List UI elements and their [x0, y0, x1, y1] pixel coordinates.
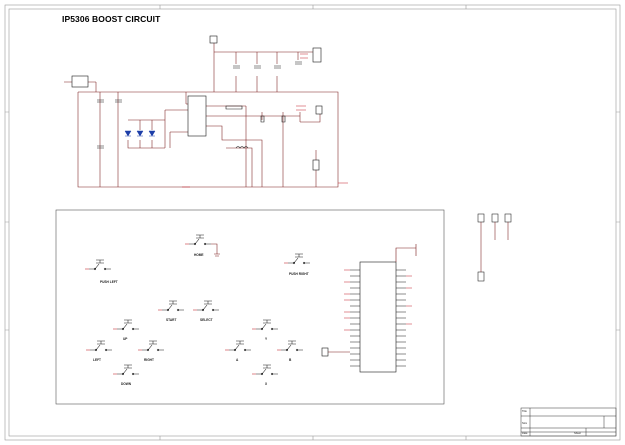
inductor-l1 [235, 146, 249, 149]
titleblock-sheet-label: Sheet [574, 432, 581, 435]
button-push-left-label: PUSH LEFT [100, 280, 118, 284]
mcu-header [321, 244, 417, 373]
button-b-label: B [289, 358, 292, 362]
button-up-label: UP [123, 337, 128, 341]
sheet-border [4, 4, 621, 441]
net-labels [182, 53, 348, 188]
mcu-net-labels [344, 269, 412, 331]
schematic-title: IP5306 BOOST CIRCUIT [62, 14, 161, 24]
button-left-label: LEFT [93, 358, 101, 362]
button-push-right-label: PUSH RIGHT [289, 272, 309, 276]
resistor-r1 [260, 115, 286, 123]
output-connector [315, 105, 323, 115]
title-block [520, 407, 617, 437]
button-home-label: HOME [194, 253, 204, 257]
button-start-label: START [166, 318, 177, 322]
titleblock-size-label: Size [522, 422, 528, 425]
header-connector [312, 47, 322, 63]
resistor-sense [225, 105, 243, 110]
button-right-label: RIGHT [144, 358, 154, 362]
button-down-label: DOWN [121, 382, 132, 386]
ip5306-ic [187, 95, 207, 137]
titleblock-title-label: Title [522, 410, 527, 413]
battery-connector [312, 159, 320, 171]
titleblock-date-label: Date [522, 432, 528, 435]
usb-connector [71, 75, 89, 88]
buttons-frame [55, 209, 445, 405]
button-select-label: SELECT [200, 318, 213, 322]
capacitor-c2 [97, 99, 122, 149]
top-switch [209, 35, 218, 44]
button-grounds [211, 243, 220, 257]
capacitor-c1 [233, 61, 302, 69]
button-a-label: A [236, 358, 239, 362]
status-leds [124, 130, 156, 137]
button-x-label: X [265, 382, 268, 386]
side-components [477, 213, 512, 282]
button-y-label: Y [265, 337, 268, 341]
boost-parts [71, 35, 323, 171]
